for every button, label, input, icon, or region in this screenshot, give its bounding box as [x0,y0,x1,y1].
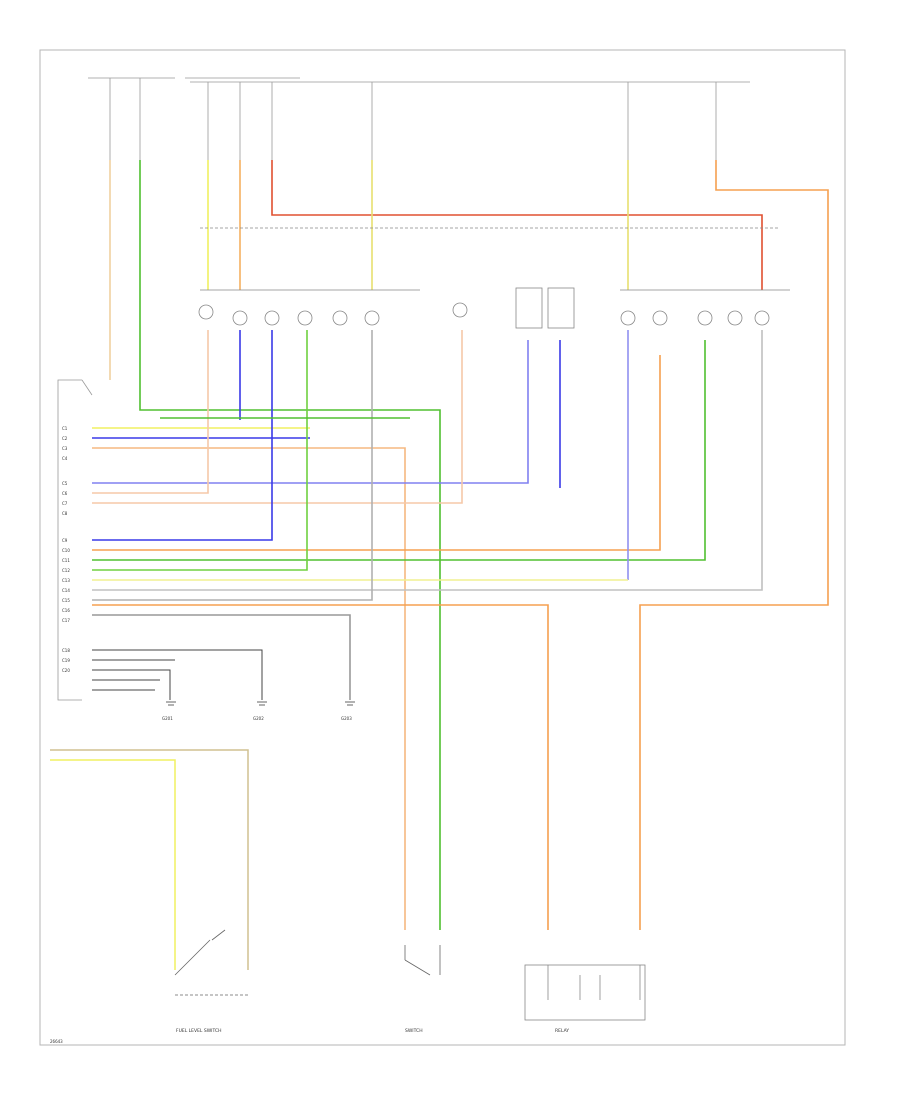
fuse-drops [109,78,717,160]
wire-tan-2 [92,330,209,494]
wire-blue-2 [92,340,529,484]
module-connector-label: C8 [62,511,68,516]
top-bus-lines [88,77,750,83]
lower-left-wires [50,749,249,970]
module-connector-label: C3 [62,446,68,451]
wire-green-1 [139,160,441,930]
ground-label-3: G203 [341,716,352,721]
bulb-2 [232,310,248,326]
module-connector-label: C17 [62,618,70,623]
module-connector-label: C6 [62,491,68,496]
bulb-8 [620,310,636,326]
bulb-row [198,287,770,329]
bulb-12 [754,310,770,326]
relay-box [524,964,646,1021]
module-connector-label: C15 [62,598,70,603]
module-connector-label: C4 [62,456,68,461]
module-connector-label: C20 [62,668,70,673]
module-connector-label: C10 [62,548,70,553]
bulb-3 [264,310,280,326]
wire-orange-3 [92,447,406,930]
caption-middle-switch: SWITCH [405,1028,423,1034]
component-row [200,227,790,291]
ground-wires [92,649,263,700]
caption-relay-box: RELAY [555,1028,569,1034]
bulb-10 [697,310,713,326]
control-module: C1C2C3C4C5C6C7C8C9C10C11C12C13C14C15C16C… [57,379,93,701]
module-connector-label: C16 [62,608,70,613]
module-connector-label: C9 [62,538,68,543]
lamp-box-2 [547,287,575,329]
module-connector-label: C7 [62,501,68,506]
wire-gray-3 [92,614,351,700]
wire-green-3 [92,330,308,571]
wire-gray-2 [92,330,373,601]
module-connector-label: C19 [62,658,70,663]
bulb-5 [332,310,348,326]
left-switch [174,929,248,996]
bulb-7 [452,302,468,318]
diagram-frame [39,49,846,1046]
colored-wires [109,160,829,930]
module-connector-label: C12 [62,568,70,573]
module-wires [92,330,763,930]
wire-orange-5 [92,355,661,551]
wire-green-2 [92,340,706,561]
bulb-4 [297,310,313,326]
bulb-9 [652,310,668,326]
module-connector-label: C11 [62,558,70,563]
module-outline [57,379,82,701]
caption-left-switch: FUEL LEVEL SWITCH [176,1028,222,1034]
middle-switch [404,945,441,976]
ground-label-2: G202 [253,716,264,721]
lamp-box-1 [515,287,543,329]
ground-symbols [166,701,355,706]
wire-orange-2 [639,160,829,930]
bulb-11 [727,310,743,326]
module-connector-label: C1 [62,426,68,431]
module-connector-label: C18 [62,648,70,653]
wire-orange-6 [92,604,549,930]
bulb-6 [364,310,380,326]
wire-blue-4 [92,330,273,541]
page-code: 26643 [50,1039,63,1044]
module-connector-label: C5 [62,481,68,486]
module-connector-label: C14 [62,588,70,593]
bulb-1 [198,304,214,320]
wire-red-1 [271,160,763,290]
module-connector-label: C2 [62,436,68,441]
ground-label-1: G201 [162,716,173,721]
module-connector-label: C13 [62,578,70,583]
wire-gray-1 [92,330,763,591]
wire-orange-4 [92,330,463,504]
module-connector-labels: C1C2C3C4C5C6C7C8C9C10C11C12C13C14C15C16C… [62,426,70,673]
